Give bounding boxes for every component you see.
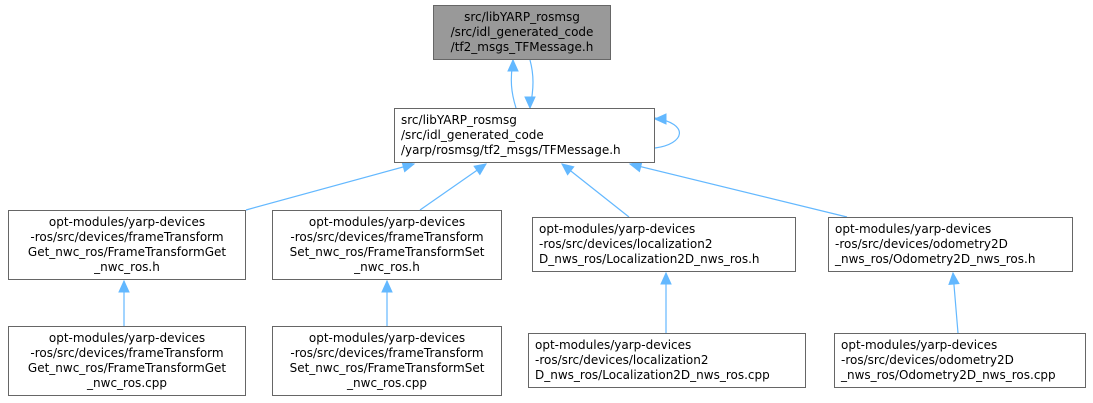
- graph-node[interactable]: opt-modules/yarp-devices-ros/src/devices…: [8, 210, 246, 280]
- edge-n4-to-n1: [561, 163, 630, 218]
- node-label-line: src/libYARP_rosmsg: [464, 10, 580, 24]
- node-label-line: /yarp/rosmsg/tf2_msgs/TFMessage.h: [401, 143, 621, 157]
- edge-n0-to-n1: [524, 59, 536, 110]
- node-label-line: Get_nwc_ros/FrameTransformGet: [27, 245, 227, 259]
- arrowhead-icon: [473, 163, 487, 176]
- edge-n6-to-n2: [118, 279, 130, 326]
- node-label-line: -ros/src/devices/localization2: [539, 237, 713, 251]
- node-label-line: _nwc_ros.cpp: [347, 376, 427, 390]
- arrowhead-icon: [628, 161, 643, 173]
- node-label-line: -ros/src/devices/localization2: [535, 353, 709, 367]
- node-label-line: D_nws_ros/Localization2D_nws_ros.h: [539, 252, 760, 266]
- graph-node[interactable]: src/libYARP_rosmsg/src/idl_generated_cod…: [394, 108, 655, 163]
- node-label-line: opt-modules/yarp-devices: [308, 331, 466, 345]
- node-label-line: D_nws_ros/Localization2D_nws_ros.cpp: [535, 368, 770, 382]
- node-label-line: opt-modules/yarp-devices: [48, 215, 206, 229]
- node-label-line: _nwc_ros.h: [94, 260, 160, 274]
- graph-node[interactable]: opt-modules/yarp-devices-ros/src/devices…: [532, 217, 796, 272]
- node-label-line: Set_nwc_ros/FrameTransformSet: [289, 245, 485, 259]
- edge-n2-to-n1: [245, 161, 416, 211]
- graph-node[interactable]: opt-modules/yarp-devices-ros/src/devices…: [272, 210, 502, 280]
- arrowhead-icon: [381, 279, 393, 293]
- edge-n9-to-n5: [948, 271, 960, 334]
- graph-node[interactable]: opt-modules/yarp-devices-ros/src/devices…: [828, 217, 1073, 272]
- edge-n5-to-n1: [628, 161, 848, 218]
- node-label-line: -ros/src/devices/frameTransform: [30, 230, 224, 244]
- node-label-line: opt-modules/yarp-devices: [48, 331, 206, 345]
- graph-node[interactable]: opt-modules/yarp-devices-ros/src/devices…: [528, 333, 806, 388]
- graph-node[interactable]: opt-modules/yarp-devices-ros/src/devices…: [8, 326, 246, 396]
- node-label-line: opt-modules/yarp-devices: [535, 338, 692, 352]
- node-label-line: -ros/src/devices/frameTransform: [290, 230, 484, 244]
- edge-n3-to-n1: [419, 163, 487, 211]
- node-label-line: -ros/src/devices/frameTransform: [30, 346, 224, 360]
- node-label-line: Set_nwc_ros/FrameTransformSet: [289, 361, 485, 375]
- node-label-line: -ros/src/devices/odometry2D: [841, 353, 1014, 367]
- arrowhead-icon: [401, 161, 416, 173]
- edge-n7-to-n3: [381, 279, 393, 326]
- edge-line: [419, 163, 487, 211]
- node-label-line: /src/idl_generated_code: [450, 25, 594, 39]
- edge-line: [561, 163, 630, 218]
- edge-n1-to-n1: [653, 113, 680, 149]
- edge-line: [245, 163, 415, 211]
- node-label-line: -ros/src/devices/odometry2D: [835, 237, 1008, 251]
- node-label-line: -ros/src/devices/frameTransform: [290, 346, 484, 360]
- arrowhead-icon: [524, 96, 536, 110]
- arrowhead-icon: [660, 271, 672, 285]
- node-label-line: Get_nwc_ros/FrameTransformGet: [27, 361, 227, 375]
- node-label-line: _nws_ros/Odometry2D_nws_ros.h: [835, 252, 1036, 266]
- graph-node-focus[interactable]: src/libYARP_rosmsg/src/idl_generated_cod…: [433, 5, 611, 60]
- graph-node[interactable]: opt-modules/yarp-devices-ros/src/devices…: [834, 333, 1086, 388]
- node-label-line: opt-modules/yarp-devices: [841, 338, 998, 352]
- graph-node[interactable]: opt-modules/yarp-devices-ros/src/devices…: [272, 326, 502, 396]
- edge-n1-to-n0: [507, 58, 519, 109]
- arrowhead-icon: [507, 58, 519, 72]
- arrowhead-icon: [653, 113, 667, 125]
- node-label-line: opt-modules/yarp-devices: [308, 215, 466, 229]
- arrowhead-icon: [561, 163, 575, 176]
- node-label-line: /tf2_msgs_TFMessage.h: [450, 40, 594, 54]
- arrowhead-icon: [118, 279, 130, 293]
- node-label-line: _nwc_ros.h: [354, 260, 420, 274]
- edge-n8-to-n4: [660, 271, 672, 333]
- node-label-line: src/libYARP_rosmsg: [401, 113, 517, 127]
- edge-line: [629, 163, 848, 218]
- node-label-line: opt-modules/yarp-devices: [835, 222, 992, 236]
- node-label-line: _nwc_ros.cpp: [87, 376, 167, 390]
- node-label-line: /src/idl_generated_code: [401, 128, 544, 142]
- node-label-line: opt-modules/yarp-devices: [539, 222, 696, 236]
- node-label-line: _nws_ros/Odometry2D_nws_ros.cpp: [841, 368, 1056, 382]
- edge-line: [654, 117, 680, 149]
- arrowhead-icon: [948, 271, 960, 285]
